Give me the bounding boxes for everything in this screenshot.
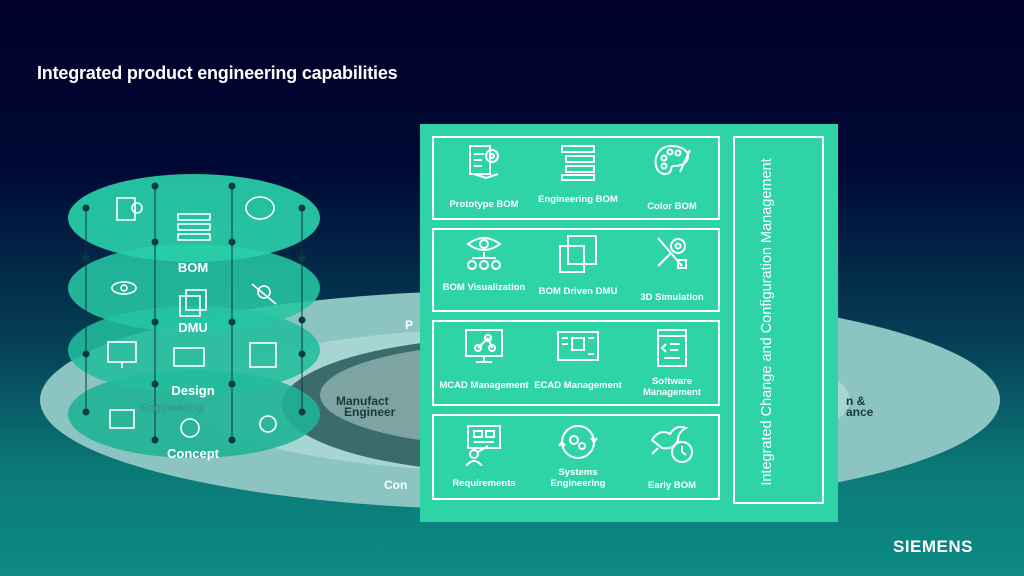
dmu-icon	[559, 235, 597, 273]
label-bom-driven-dmu: BOM Driven DMU	[538, 286, 618, 297]
palette-small-icon	[245, 196, 275, 220]
capability-row-concept: Requirements Systems Engineering Early B…	[432, 414, 720, 500]
cell-engineering-bom: Engineering BOM	[530, 142, 626, 218]
change-config-box: Integrated Change and Configuration Mana…	[733, 136, 824, 504]
capabilities-panel: Prototype BOM Engineering BOM Color BOM	[420, 124, 838, 522]
palette-icon	[654, 144, 691, 175]
cycle-gears-icon	[558, 425, 598, 459]
layer-label-design: Design	[171, 383, 215, 398]
engineering-bom-icon	[561, 145, 595, 181]
label-systems-engineering: Systems Engineering	[550, 467, 606, 489]
prototype-bom-icon	[469, 145, 499, 180]
connector-lines	[85, 186, 303, 440]
layer-label-dmu: DMU	[178, 320, 208, 335]
label-mcad-management: MCAD Management	[439, 380, 529, 391]
cell-bom-visualization: BOM Visualization	[436, 232, 532, 310]
label-engineering-bom: Engineering BOM	[538, 194, 618, 205]
siemens-logo: SIEMENS	[893, 537, 974, 556]
cell-software-management: Software Management	[624, 326, 720, 404]
connector-dots	[82, 182, 306, 444]
bird-clock-icon	[650, 425, 693, 463]
layer-stack	[68, 174, 320, 458]
tools-gear-icon	[657, 237, 687, 269]
cell-3d-simulation: 3D Simulation	[624, 232, 720, 310]
capability-row-dmu: BOM Visualization BOM Driven DMU 3D Simu…	[432, 228, 720, 312]
side-label: Integrated Change and Configuration Mana…	[759, 158, 775, 486]
dmu-disc	[68, 244, 320, 332]
label-prototype-bom: Prototype BOM	[449, 199, 519, 210]
label-3d-simulation: 3D Simulation	[640, 292, 704, 303]
cell-prototype-bom: Prototype BOM	[436, 142, 532, 218]
ring-right-label-1: n &	[846, 394, 866, 408]
cell-systems-engineering: Systems Engineering	[530, 422, 626, 498]
cell-early-bom: Early BOM	[624, 422, 720, 498]
label-bom-visualization: BOM Visualization	[442, 282, 526, 293]
label-requirements: Requirements	[452, 478, 516, 489]
monitor-network-icon	[465, 329, 503, 363]
cell-requirements: Requirements	[436, 422, 532, 498]
doc-gear-icon	[116, 197, 136, 221]
cell-ecad-management: ECAD Management	[530, 326, 626, 404]
layer-icons	[107, 196, 277, 438]
design-disc	[68, 306, 320, 394]
code-window-icon	[657, 329, 687, 367]
layer-label-concept: Concept	[167, 446, 219, 461]
label-early-bom: Early BOM	[647, 480, 697, 491]
cell-color-bom: Color BOM	[624, 142, 720, 218]
concept-disc	[68, 370, 320, 458]
ring-left-label-1: Manufact	[336, 394, 389, 408]
cell-bom-driven-dmu: BOM Driven DMU	[530, 232, 626, 310]
capability-row-design: MCAD Management ECAD Management Software…	[432, 320, 720, 406]
label-ecad-management: ECAD Management	[534, 380, 622, 391]
bom-disc	[68, 174, 320, 262]
ring-left-label-2: Engineer	[344, 405, 396, 419]
eye-small-icon	[111, 281, 137, 295]
ring-top-label: P	[405, 318, 414, 332]
layer-label-bom: BOM	[177, 260, 209, 275]
page-title: Integrated product engineering capabilit…	[37, 63, 398, 83]
capability-row-bom: Prototype BOM Engineering BOM Color BOM	[432, 136, 720, 220]
eye-hierarchy-icon	[466, 237, 502, 270]
label-software-management: Software Management	[642, 376, 702, 398]
ring-bottom-label: Con	[384, 478, 408, 492]
faded-engineering-label: Engineering	[140, 402, 204, 414]
ring-right-label-2: ance	[846, 405, 874, 419]
presentation-icon	[465, 425, 501, 466]
cell-mcad-management: MCAD Management	[436, 326, 532, 404]
label-color-bom: Color BOM	[647, 201, 697, 212]
circuit-board-icon	[557, 331, 599, 361]
